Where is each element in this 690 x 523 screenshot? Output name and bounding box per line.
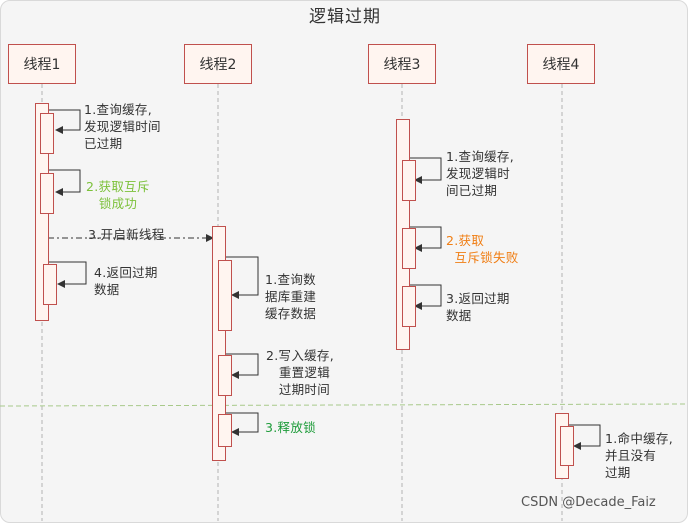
activation-t1-step1 <box>40 113 54 154</box>
self-call-t3-3 <box>408 284 442 310</box>
self-call-t3-2 <box>408 226 442 252</box>
self-call-t4-1 <box>568 424 601 450</box>
thread-box-4: 线程4 <box>527 44 595 84</box>
activation-t1-step2 <box>40 173 54 214</box>
note-t3-step2: 2.获取 互斥锁失败 <box>446 233 519 265</box>
watermark-text: CSDN @Decade_Faiz <box>521 495 656 510</box>
activation-t2-step1 <box>218 260 232 331</box>
activation-t2-step3 <box>218 414 232 447</box>
activation-t2-step2 <box>218 355 232 396</box>
self-call-t1-2 <box>48 169 81 196</box>
diagram-title: 逻辑过期 <box>309 7 381 27</box>
thread-box-1: 线程1 <box>8 44 76 84</box>
self-call-t1-4 <box>48 261 87 288</box>
activation-t3-step3 <box>402 286 416 327</box>
note-t1-step2: 2.获取互斥 锁成功 <box>86 179 150 211</box>
self-call-t1-1 <box>48 109 81 134</box>
note-t1-step1: 1.查询缓存, 发现逻辑时间 已过期 <box>84 102 161 151</box>
self-call-t2-1 <box>225 256 259 299</box>
self-call-t3-1 <box>408 157 442 184</box>
note-t3-step1: 1.查询缓存, 发现逻辑时 间已过期 <box>446 149 514 198</box>
thread-box-3: 线程3 <box>368 44 436 84</box>
activation-t3-step2 <box>402 228 416 269</box>
note-t2-step1: 1.查询数 据库重建 缓存数据 <box>265 272 317 321</box>
note-t1-step4: 4.返回过期 数据 <box>94 265 158 297</box>
thread-box-2: 线程2 <box>184 44 252 84</box>
activation-t1-step4 <box>43 264 57 305</box>
activation-t3-step1 <box>402 160 416 201</box>
divider-line <box>0 403 689 407</box>
activation-t4-step1 <box>560 426 574 466</box>
note-t2-step2: 2.写入缓存, 重置逻辑 过期时间 <box>266 348 334 397</box>
note-t3-step3: 3.返回过期 数据 <box>446 291 510 323</box>
self-call-t2-2 <box>225 353 259 379</box>
self-call-t2-3 <box>225 412 259 436</box>
message-label-t1-step3: 3.开启新线程 <box>88 227 165 242</box>
note-t4-step1: 1.命中缓存, 并且没有 过期 <box>605 431 673 480</box>
note-t2-step3: 3.释放锁 <box>265 420 316 435</box>
